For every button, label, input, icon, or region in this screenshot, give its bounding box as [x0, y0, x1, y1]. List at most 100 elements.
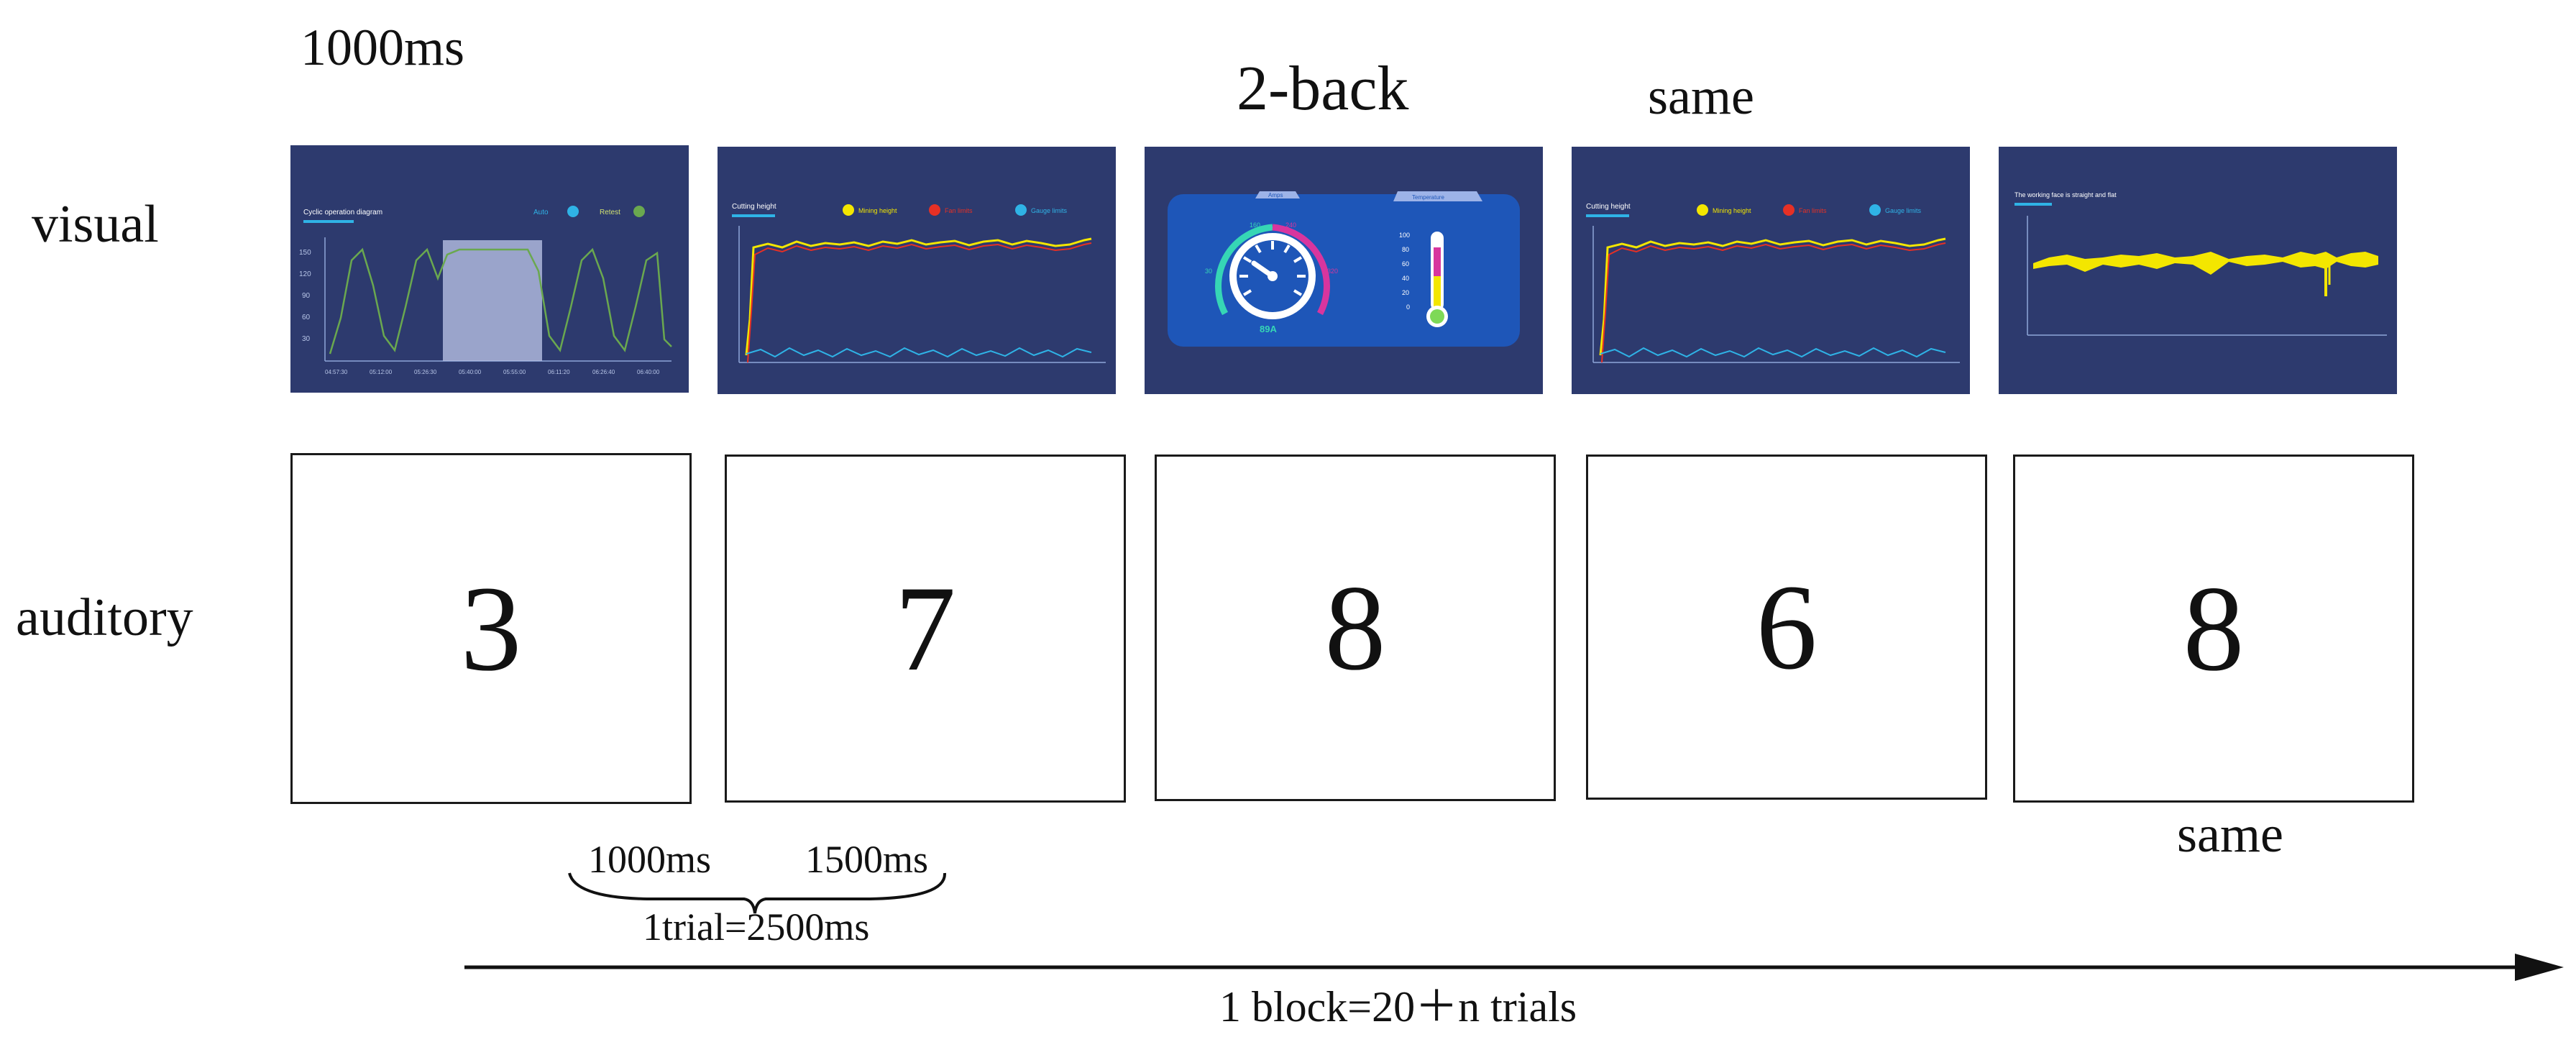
tab-temperature: Temperature — [1412, 194, 1444, 201]
panel-5-title: The working face is straight and flat — [2014, 191, 2117, 198]
fan-limits-line — [1601, 242, 1946, 363]
stim-duration-label: 1000ms — [588, 838, 712, 881]
gauge-tick-label: 240 — [1285, 221, 1296, 229]
x-tick: 06:11:20 — [548, 369, 570, 375]
y-tick: 120 — [299, 270, 311, 278]
thermo-tick: 20 — [1402, 289, 1409, 296]
cutting-height-chart-a: Cutting height Mining height Fan limits … — [732, 203, 1106, 363]
thermometer-bulb-fill — [1430, 309, 1444, 324]
gauge-value: 89A — [1260, 324, 1277, 334]
gauge-arc-magenta — [1272, 224, 1330, 316]
mining-height-line — [1599, 237, 1946, 356]
x-tick: 05:55:00 — [503, 369, 526, 375]
auditory-digit: 8 — [2183, 561, 2245, 696]
tab-temperature-shape — [1393, 191, 1482, 201]
legend-marker-retest — [633, 206, 645, 217]
auditory-digit: 6 — [1756, 560, 1818, 695]
title-underline — [1586, 214, 1629, 217]
auditory-digit: 8 — [1324, 560, 1386, 695]
y-tick: 90 — [302, 292, 311, 300]
x-tick: 05:26:30 — [414, 369, 437, 375]
gauge-limits-line — [1600, 347, 1946, 358]
visual-panel-1: Cyclic operation diagram Auto Retest 150… — [290, 145, 689, 393]
x-tick: 05:40:00 — [459, 369, 482, 375]
tab-amps: Amps — [1268, 192, 1283, 198]
y-tick: 150 — [299, 249, 311, 257]
cyclic-operation-chart: Cyclic operation diagram Auto Retest 150… — [299, 206, 672, 375]
gauge-ticks — [1239, 241, 1306, 296]
visual-panel-3: Amps Temperature 30 160 240 320 89A — [1145, 147, 1543, 394]
gauge-limits-line — [746, 347, 1092, 358]
gauge-hub — [1268, 271, 1278, 281]
cutting-height-chart-b: Cutting height Mining height Fan limits … — [1586, 203, 1960, 363]
legend-marker-fan-limits — [1783, 204, 1795, 216]
trial-duration-label: 1trial=2500ms — [643, 905, 870, 949]
tab-amps-shape — [1255, 191, 1300, 198]
legend-mining-height: Mining height — [858, 207, 897, 214]
legend-marker-gauge-limits — [1869, 204, 1881, 216]
title-underline — [303, 220, 354, 223]
visual-panel-2: Cutting height Mining height Fan limits … — [718, 147, 1116, 394]
title-underline — [2014, 203, 2052, 206]
panel-4-title: Cutting height — [1586, 203, 1631, 211]
block-timeline-arrow — [464, 954, 2564, 981]
x-tick: 04:57:30 — [325, 369, 348, 375]
block-duration-label: 1 block=20＋n trials — [1219, 983, 1577, 1031]
working-face-chart: The working face is straight and flat — [2014, 191, 2387, 336]
n-back-label: 2-back — [1237, 54, 1409, 124]
legend-marker-mining-height — [843, 204, 854, 216]
legend-gauge-limits: Gauge limits — [1885, 207, 1922, 214]
legend-fan-limits: Fan limits — [945, 207, 973, 214]
row-label-auditory: auditory — [16, 588, 193, 647]
legend-marker-mining-height — [1697, 204, 1708, 216]
highlight-region — [443, 240, 542, 361]
visual-panel-5: The working face is straight and flat — [1999, 147, 2397, 394]
thermo-tick: 100 — [1399, 232, 1410, 239]
gauge-tick-label: 30 — [1205, 268, 1212, 275]
thermo-tick: 40 — [1402, 275, 1409, 282]
legend-retest: Retest — [600, 209, 620, 216]
thermometer-fill-top — [1434, 247, 1441, 276]
auditory-box-4: 6 — [1586, 455, 1987, 800]
auditory-digit: 7 — [894, 561, 956, 696]
gauge-arc-teal — [1215, 224, 1273, 316]
legend-gauge-limits: Gauge limits — [1031, 207, 1068, 214]
auditory-box-5: 8 — [2013, 455, 2414, 803]
same-top-label: same — [1648, 68, 1754, 125]
y-tick: 60 — [302, 314, 311, 321]
top-duration-label: 1000ms — [301, 19, 465, 76]
same-bottom-label: same — [2177, 805, 2283, 863]
title-underline — [732, 214, 775, 217]
thermo-tick: 80 — [1402, 246, 1409, 253]
cycle-line — [329, 247, 672, 355]
thermo-tick: 60 — [1402, 260, 1409, 268]
isi-duration-label: 1500ms — [805, 838, 929, 881]
x-tick: 05:12:00 — [370, 369, 393, 375]
trial-brace — [568, 872, 947, 914]
thermometer-fill — [1434, 247, 1441, 311]
legend-fan-limits: Fan limits — [1799, 207, 1827, 214]
gauge-display: Amps Temperature 30 160 240 320 89A — [1168, 191, 1520, 347]
auditory-box-2: 7 — [725, 455, 1126, 803]
fan-limits-line — [747, 242, 1092, 363]
x-tick: 06:26:40 — [592, 369, 615, 375]
x-tick: 06:40:00 — [637, 369, 660, 375]
panel-1-title: Cyclic operation diagram — [303, 209, 382, 216]
visual-panel-4: Cutting height Mining height Fan limits … — [1572, 147, 1970, 394]
y-tick: 30 — [302, 335, 311, 343]
gauge-tick-label: 320 — [1327, 268, 1338, 275]
auditory-box-1: 3 — [290, 453, 692, 804]
gauge-tick-label: 160 — [1250, 221, 1260, 229]
mining-height-line — [745, 237, 1092, 356]
auditory-box-3: 8 — [1155, 455, 1556, 801]
legend-marker-fan-limits — [929, 204, 940, 216]
straightness-area — [2033, 252, 2378, 275]
panel-2-title: Cutting height — [732, 203, 776, 211]
row-label-visual: visual — [32, 195, 159, 254]
auditory-digit: 3 — [460, 561, 522, 696]
thermo-tick: 0 — [1406, 303, 1410, 311]
legend-marker-auto — [567, 206, 579, 217]
legend-auto: Auto — [533, 209, 549, 216]
legend-mining-height: Mining height — [1713, 207, 1751, 214]
legend-marker-gauge-limits — [1015, 204, 1027, 216]
